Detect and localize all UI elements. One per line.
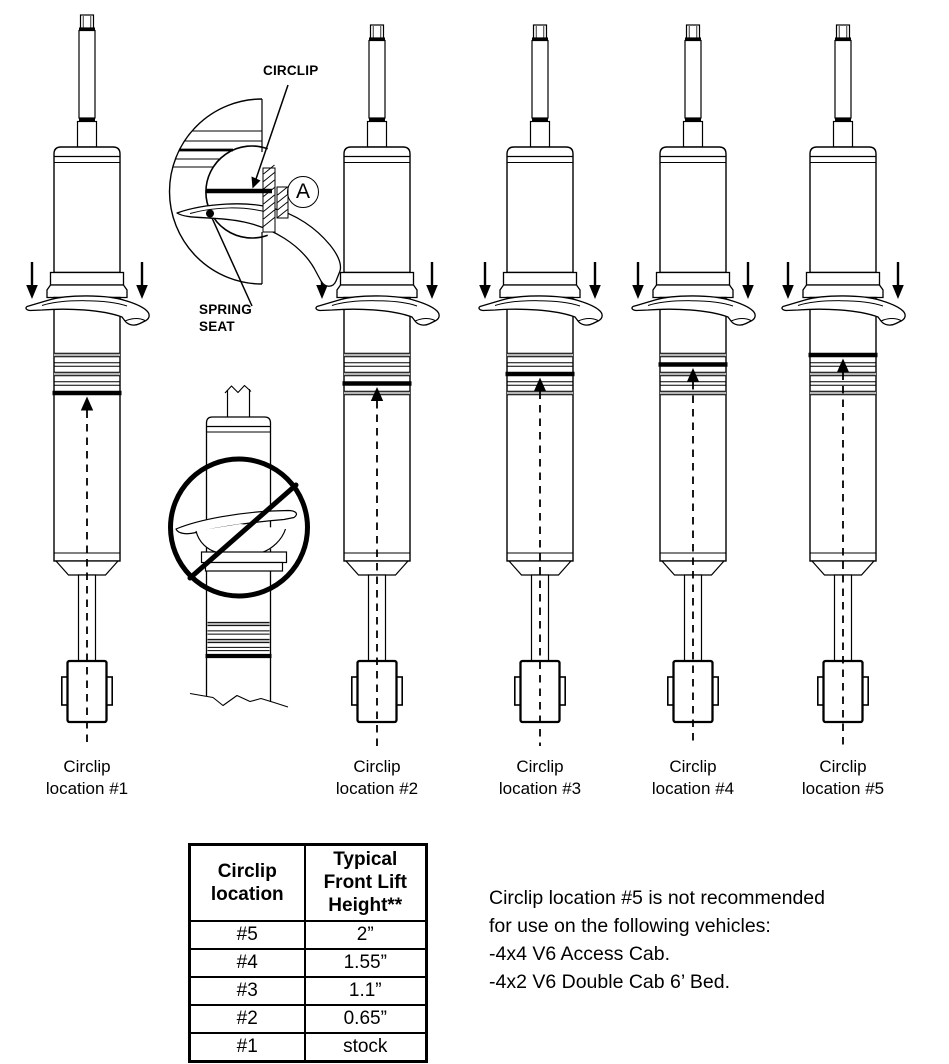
lift-table-head: Circlip location Typical Front Lift Heig… [188,843,428,922]
detail-marker-a: A [287,176,319,208]
circlip-location-cell: #5 [188,919,306,950]
lift-height-cell: 1.1” [303,975,428,1006]
shock-figure-3 [478,24,603,746]
vehicle-note: Circlip location #5 is not recommended f… [489,884,825,996]
lift-height-cell: stock [303,1031,428,1062]
shock-label-2: Circlip location #2 [335,757,419,798]
note-line-3: -4x4 V6 Access Cab. [489,943,671,965]
lift-height-cell: 0.65” [303,1003,428,1034]
circlip-detail-inset [168,84,342,307]
lift-height-table: Circlip location Typical Front Lift Heig… [188,843,428,1063]
shock-diagram-svg [25,14,906,746]
shock-label-1: Circlip location #1 [45,757,129,798]
shock-label-5: Circlip location #5 [801,757,885,798]
circlip-location-cell: #1 [188,1031,306,1062]
note-line-2: for use on the following vehicles: [489,915,771,937]
circlip-location-cell: #3 [188,975,306,1006]
prohibited-seat-inset [168,384,310,708]
header-lift-height: Typical Front Lift Height** [303,843,428,922]
shock-label-4: Circlip location #4 [651,757,735,798]
note-line-1: Circlip location #5 is not recommended [489,887,825,909]
lift-height-table-wrap: Circlip location Typical Front Lift Heig… [188,843,428,1063]
shock-figure-4 [631,24,756,746]
detail-circlip-label: CIRCLIP [263,63,319,78]
lift-height-cell: 2” [303,919,428,950]
detail-spring-seat-label: SPRING SEAT [199,302,252,334]
lift-height-cell: 1.55” [303,947,428,978]
circlip-location-cell: #4 [188,947,306,978]
note-line-4: -4x2 V6 Double Cab 6’ Bed. [489,971,731,993]
shock-label-3: Circlip location #3 [498,757,582,798]
lift-table-header-row: Circlip location Typical Front Lift Heig… [188,843,428,922]
circlip-location-cell: #2 [188,1003,306,1034]
shock-figure-5 [781,24,906,746]
header-circlip-location: Circlip location [188,843,306,922]
shock-figure-1 [25,14,150,746]
shock-figure-2 [315,24,440,746]
